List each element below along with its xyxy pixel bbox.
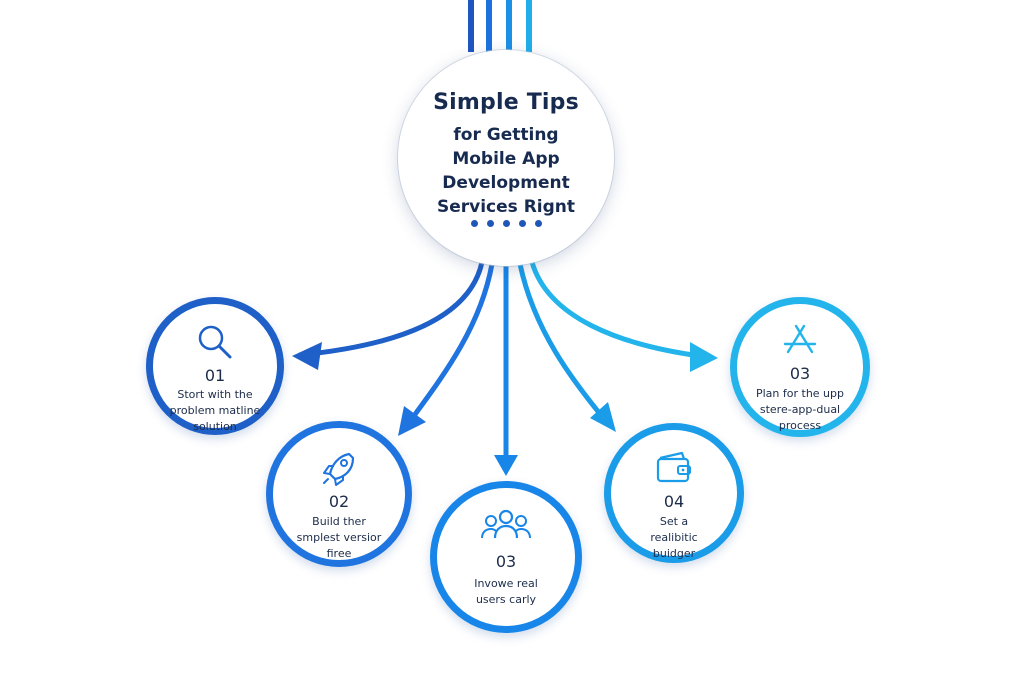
tip-label: Plan for the upp stere-app-dual process xyxy=(755,387,844,432)
hub-subtitle: for Getting Mobile App Development Servi… xyxy=(436,125,576,217)
connector-arrow-5 xyxy=(529,259,703,359)
users-group-icon xyxy=(480,506,532,548)
top-stripe xyxy=(468,0,474,52)
hub-dot xyxy=(502,220,510,227)
tip-number: 02 xyxy=(328,492,350,511)
wallet-icon xyxy=(654,450,694,490)
tip-number: 03 xyxy=(789,364,811,383)
rocket-icon xyxy=(319,448,359,492)
arrowhead-2 xyxy=(398,406,426,436)
hub-dots xyxy=(398,220,614,227)
connector-arrow-2 xyxy=(402,261,495,431)
tip-node-4: 04 Set a realibitic buidger xyxy=(604,423,744,563)
hub-circle: Simple Tips for Getting Mobile App Devel… xyxy=(398,50,614,266)
hub-dot xyxy=(470,220,478,227)
tip-node-1: 01 Stort with the problem matline soluti… xyxy=(146,297,284,435)
arrowhead-3 xyxy=(494,455,518,476)
tip-number: 01 xyxy=(204,366,226,385)
tip-node-2: 02 Build ther smplest versior firee xyxy=(266,421,412,567)
tip-label: Invowe real users carly xyxy=(474,577,538,606)
arrowhead-1 xyxy=(292,342,322,370)
tip-number: 03 xyxy=(495,552,517,571)
hub-dot xyxy=(486,220,494,227)
arrowhead-4 xyxy=(590,402,616,432)
tip-number: 04 xyxy=(663,492,685,511)
tip-label: Stort with the problem matline solution xyxy=(169,388,261,433)
app-store-icon xyxy=(782,322,818,360)
tip-node-5: 03 Plan for the upp stere-app-dual proce… xyxy=(730,297,870,437)
tip-label: Set a realibitic buidger xyxy=(650,515,698,560)
hub-dot xyxy=(534,220,542,227)
tip-label: Build ther smplest versior firee xyxy=(296,515,382,560)
hub-title: Simple Tips xyxy=(433,90,579,115)
top-stripe xyxy=(526,0,532,52)
connector-arrow-1 xyxy=(297,259,485,358)
connector-arrow-4 xyxy=(517,261,608,423)
tip-node-3: 03 Invowe real users carly xyxy=(430,481,582,633)
top-stripe xyxy=(486,0,492,52)
magnifier-icon xyxy=(195,322,235,366)
top-stripe xyxy=(506,0,512,52)
arrowhead-5 xyxy=(690,342,718,372)
hub-dot xyxy=(518,220,526,227)
